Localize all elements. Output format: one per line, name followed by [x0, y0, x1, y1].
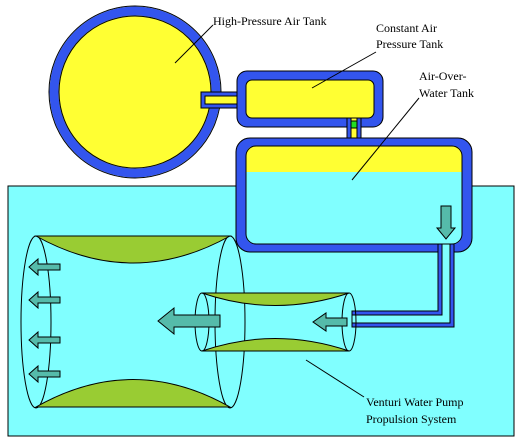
label-air-over-water-line2: Water Tank: [419, 86, 474, 100]
small-venturi-chamber: [194, 292, 357, 352]
inlet-arrow-icon: [312, 312, 348, 332]
exhaust-arrow-icon-4: [28, 364, 61, 384]
down-arrow-icon: [435, 205, 457, 240]
label-high-pressure-air-tank: High-Pressure Air Tank: [213, 14, 327, 28]
label-venturi-line1: Venturi Water Pump: [366, 395, 463, 409]
exhaust-arrow-icon-3: [28, 330, 61, 350]
label-constant-tank-line1: Constant Air: [376, 21, 437, 35]
large-venturi-chamber: [20, 235, 246, 409]
exhaust-arrow-icon-1: [28, 257, 61, 277]
air-over-water-tank: [235, 137, 473, 253]
leader-line-high-pressure: [174, 24, 214, 64]
label-venturi-line2: Propulsion System: [366, 412, 457, 426]
exhaust-arrow-icon-2: [28, 290, 61, 310]
label-constant-tank-line2: Pressure Tank: [376, 37, 443, 51]
leader-line-air-over-water: [351, 97, 420, 181]
leader-line-venturi: [305, 359, 365, 398]
high-pressure-air-tank: [48, 5, 222, 179]
outlet-pipe: [351, 243, 455, 328]
connector-valve: [350, 120, 358, 129]
constant-air-pressure-tank: [236, 70, 384, 128]
leader-line-constant-tank: [311, 51, 377, 89]
thrust-arrow-icon: [157, 306, 221, 336]
label-air-over-water-line1: Air-Over-: [419, 69, 467, 83]
